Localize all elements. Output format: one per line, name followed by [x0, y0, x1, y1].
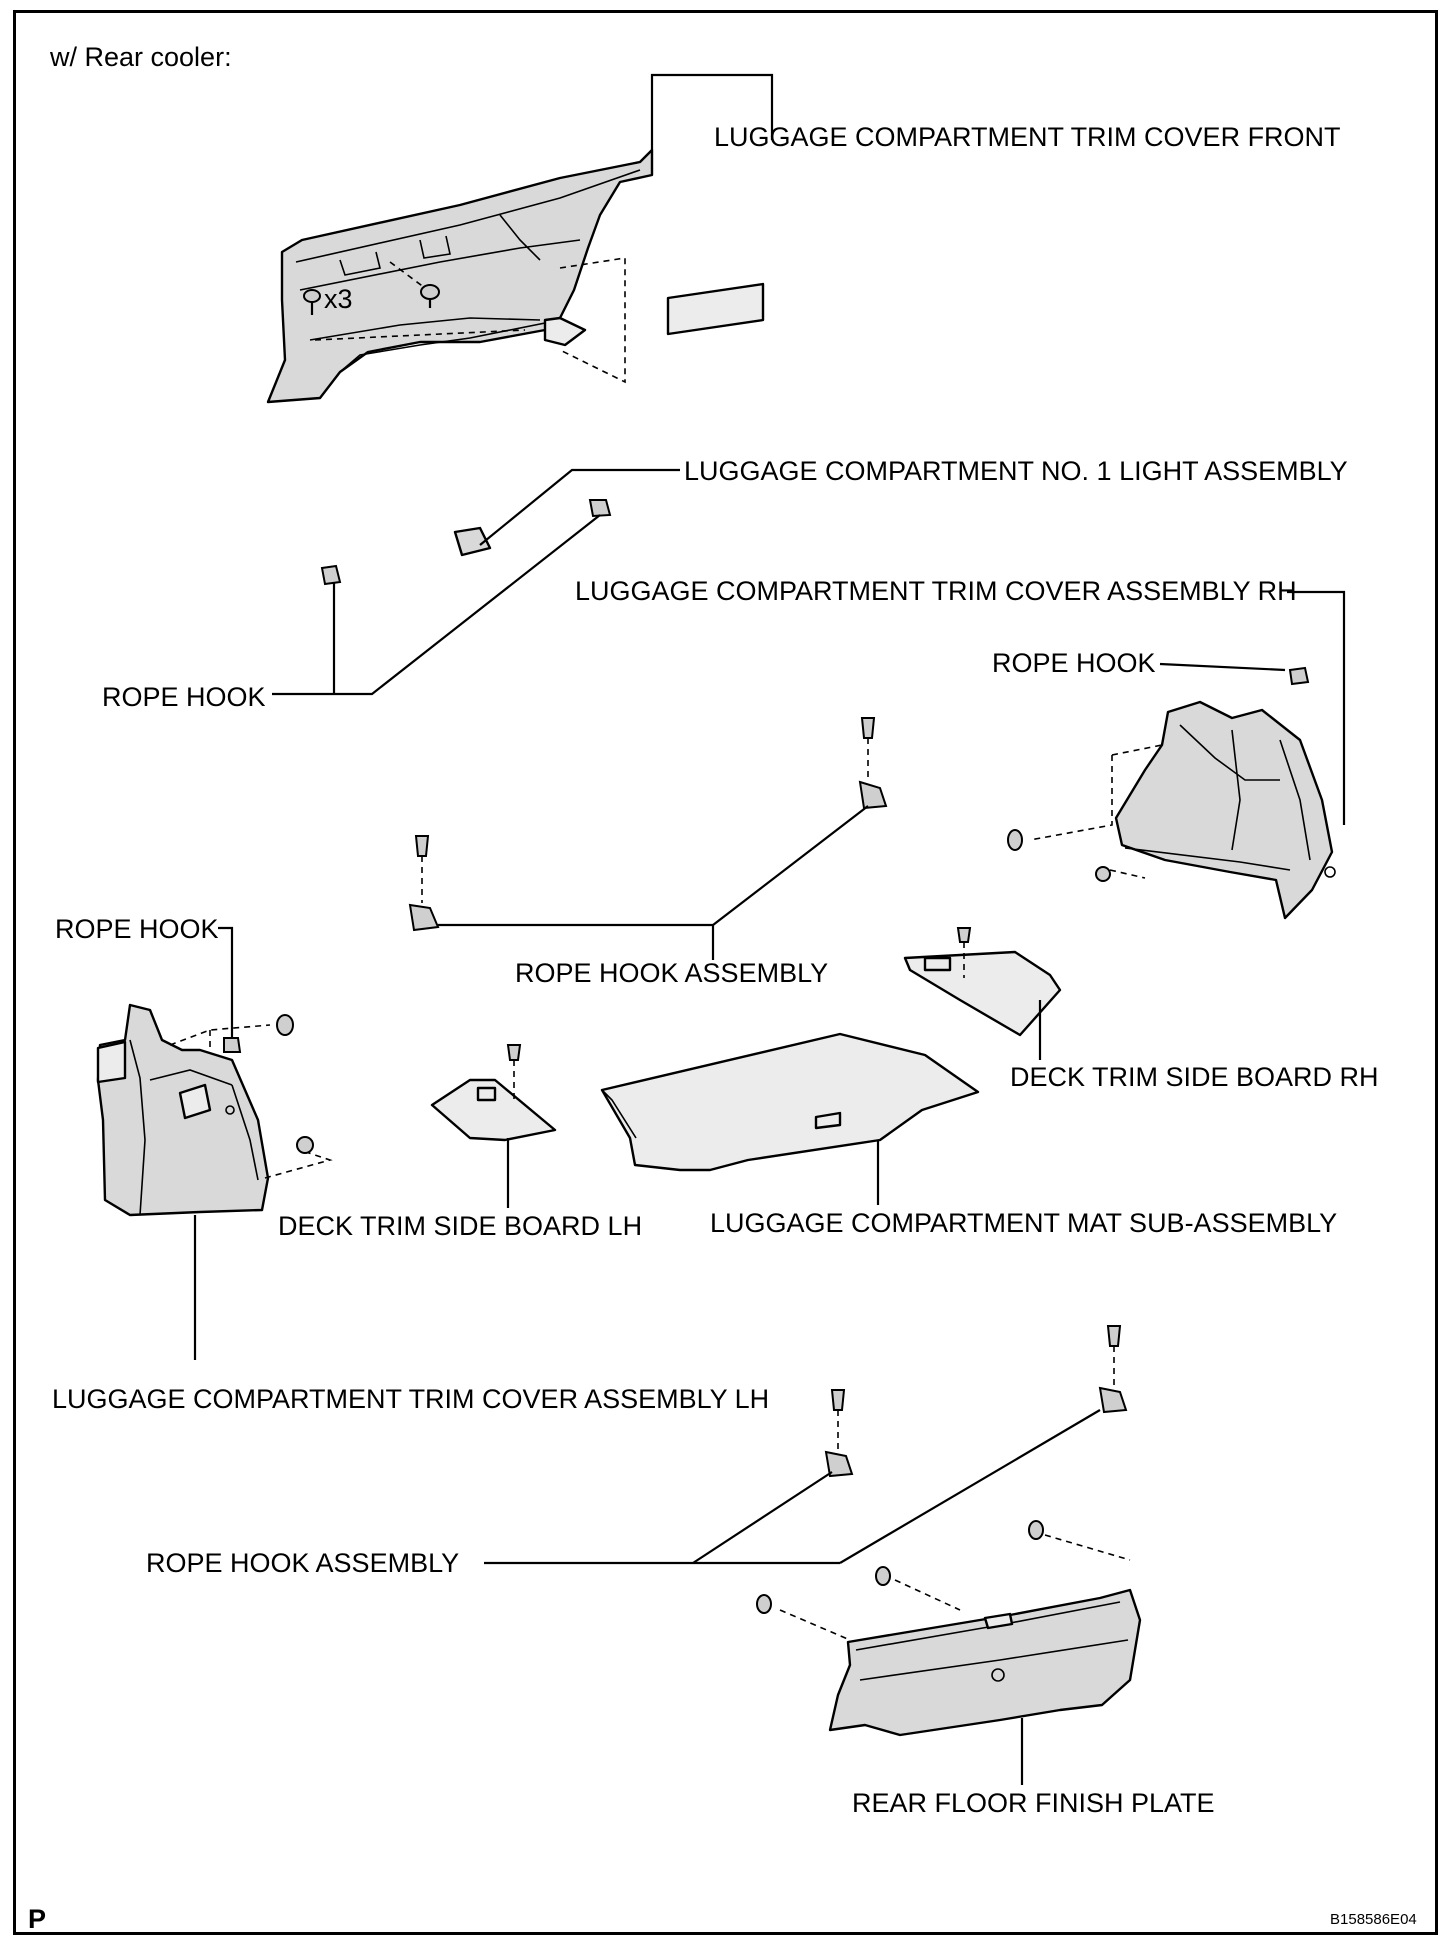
deck-board-rh-part [903, 927, 1062, 1037]
quantity-x3-label: x3 [324, 284, 353, 314]
clip-icon [420, 284, 440, 308]
finish-plate-part [828, 1588, 1142, 1737]
clip-icon [756, 1520, 1044, 1614]
mat-label: LUGGAGE COMPARTMENT MAT SUB-ASSEMBLY [710, 1208, 1337, 1238]
trim-cover-lh-label: LUGGAGE COMPARTMENT TRIM COVER ASSEMBLY … [52, 1384, 769, 1414]
rope-hook-assembly-part [408, 717, 888, 932]
clip-icon [303, 289, 321, 315]
clip-icon [276, 1014, 314, 1154]
trim-cover-lh-part [96, 1003, 270, 1217]
rope-hook-rh-part [1288, 666, 1310, 686]
trim-cover-front-label: LUGGAGE COMPARTMENT TRIM COVER FRONT [714, 122, 1341, 152]
diagram-title: w/ Rear cooler: [49, 42, 232, 72]
light-assembly-label: LUGGAGE COMPARTMENT NO. 1 LIGHT ASSEMBLY [684, 456, 1348, 486]
light-assembly-part [453, 468, 680, 557]
trim-cover-front-part [266, 73, 774, 404]
deck-board-lh-part [430, 1044, 557, 1142]
corner-mark: P [28, 1904, 46, 1934]
mat-part [600, 1032, 980, 1172]
trim-cover-rh-part [1114, 700, 1336, 920]
rope-hook-lh-part [223, 1037, 242, 1053]
clip-icon [1007, 829, 1111, 882]
deck-board-rh-label: DECK TRIM SIDE BOARD RH [1010, 1062, 1379, 1092]
rope-hook-left-label: ROPE HOOK [102, 682, 266, 712]
trim-cover-rh-label: LUGGAGE COMPARTMENT TRIM COVER ASSEMBLY … [575, 576, 1297, 606]
rope-hook-part [320, 499, 612, 586]
rope-hook-assembly-lower-label: ROPE HOOK ASSEMBLY [146, 1548, 459, 1578]
rope-hook-assembly-lower-part [824, 1325, 1128, 1478]
deck-board-lh-label: DECK TRIM SIDE BOARD LH [278, 1211, 642, 1241]
trim-plate-part [666, 282, 765, 336]
rope-hook-assembly-upper-label: ROPE HOOK ASSEMBLY [515, 958, 828, 988]
rope-hook-rh-label: ROPE HOOK [992, 648, 1156, 678]
finish-plate-label: REAR FLOOR FINISH PLATE [852, 1788, 1215, 1818]
diagram-frame [13, 10, 1438, 1935]
rope-hook-lh-label: ROPE HOOK [55, 914, 219, 944]
figure-code: B158586E04 [1330, 1911, 1417, 1928]
